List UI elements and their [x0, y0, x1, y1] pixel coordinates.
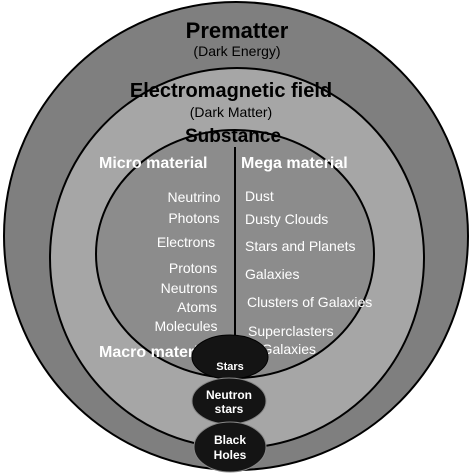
black-holes-label-line1: Black — [214, 433, 246, 447]
micro-item: Neutrons — [161, 280, 218, 296]
electromagnetic-field-title: Electromagnetic field — [130, 80, 332, 102]
prematter-title: Prematter — [186, 18, 289, 43]
micro-material-title: Micro material — [99, 155, 207, 172]
prematter-subtitle: (Dark Energy) — [193, 43, 280, 59]
micro-item: Neutrino — [168, 189, 221, 205]
mega-item: Dust — [245, 188, 274, 204]
neutron-stars-label-line2: stars — [215, 402, 244, 416]
micro-item: Protons — [169, 260, 217, 276]
substance-title: Substance — [185, 126, 281, 147]
black-holes-body — [193, 421, 267, 473]
neutron-stars-label-line1: Neutron — [206, 388, 252, 402]
black-holes-label-line2: Holes — [214, 448, 247, 462]
stars-label: Stars — [216, 361, 244, 373]
micro-item: Molecules — [154, 318, 217, 334]
micro-item: Atoms — [177, 299, 217, 315]
mega-item: Stars and Planets — [245, 238, 356, 254]
mega-item: Galaxies — [245, 266, 299, 282]
macro-material-title: Macro material — [99, 344, 212, 361]
mega-material-title: Mega material — [241, 155, 348, 172]
electromagnetic-field-subtitle: (Dark Matter) — [190, 104, 272, 120]
mega-item: Superclasters — [248, 323, 334, 339]
micro-item: Electrons — [157, 234, 215, 250]
mega-item: Dusty Clouds — [245, 211, 328, 227]
mega-item: Clusters of Galaxies — [247, 294, 372, 310]
micro-item: Photons — [168, 210, 219, 226]
